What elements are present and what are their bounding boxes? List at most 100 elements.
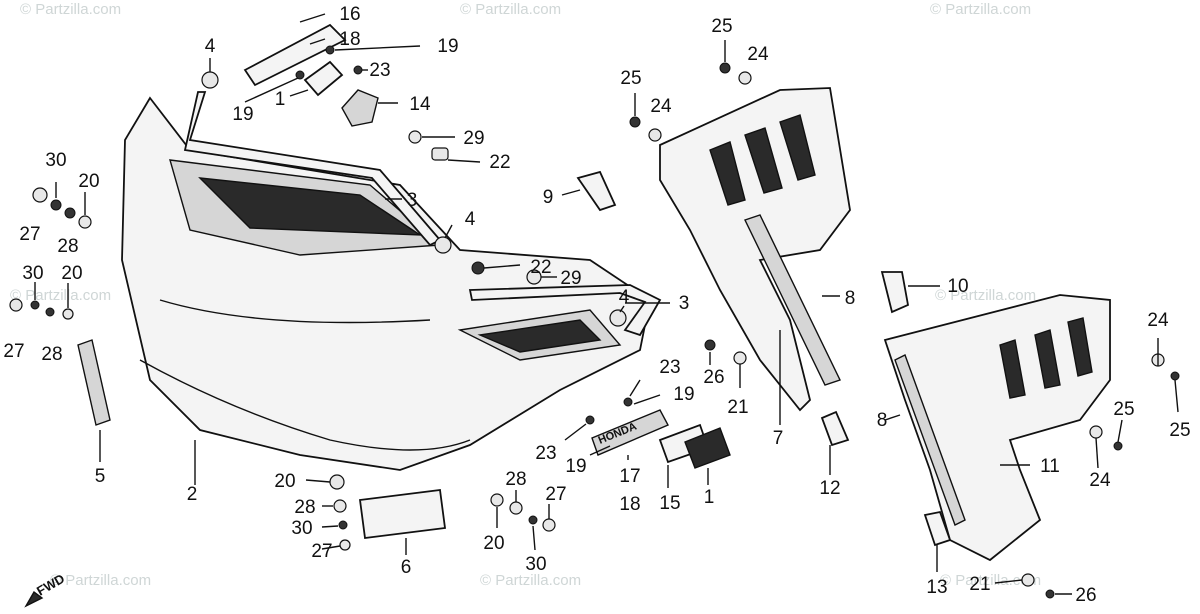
part-callout: 8 (845, 288, 856, 309)
part-callout: 24 (650, 96, 672, 117)
part-callout: 23 (659, 357, 680, 378)
bolt-icon (490, 493, 504, 507)
clip-part-13 (923, 510, 952, 547)
part-callout: 30 (291, 518, 312, 539)
bolt-icon (629, 116, 641, 128)
part-callout: 18 (619, 494, 640, 515)
bolt-icon (542, 518, 556, 532)
part-callout: 8 (877, 410, 888, 431)
nut-icon (325, 45, 335, 55)
part-callout: 30 (45, 150, 66, 171)
part-callout: 20 (78, 171, 99, 192)
bolt-icon (32, 187, 48, 203)
watermark-text: © Partzilla.com (930, 1, 1031, 18)
part-callout: 19 (565, 456, 586, 477)
part-callout: 12 (819, 478, 840, 499)
clip-part-12 (820, 410, 850, 447)
watermark-text: © Partzilla.com (10, 287, 111, 304)
washer-icon (329, 474, 345, 490)
plate-part-1 (303, 60, 344, 97)
part-callout: 19 (232, 104, 253, 125)
part-callout: 4 (619, 287, 630, 308)
cover-part-14 (341, 89, 379, 127)
part-callout: 27 (3, 341, 24, 362)
rubber-strip-part-8 (744, 214, 841, 386)
part-callout: 14 (409, 94, 431, 115)
part-callout: 28 (294, 497, 315, 518)
part-callout: 19 (437, 36, 458, 57)
part-callout: 1 (704, 487, 715, 508)
part-callout: 16 (339, 4, 360, 25)
nut-icon (295, 70, 305, 80)
nut-icon (623, 397, 633, 407)
part-callout: 27 (545, 484, 566, 505)
washer-icon (333, 499, 347, 513)
emblem-part-17 (591, 409, 669, 456)
part-callout: 24 (747, 44, 769, 65)
part-callout: 29 (560, 268, 581, 289)
nut-icon (30, 300, 40, 310)
nut-icon (353, 65, 363, 75)
rubber-strip-part-8 (894, 354, 966, 526)
washer-icon (738, 71, 752, 85)
trim-strip-part-3 (183, 91, 662, 337)
washer-icon (1021, 573, 1035, 587)
bolt-icon (9, 298, 23, 312)
part-callout: 28 (505, 469, 526, 490)
washer-icon (1089, 425, 1103, 439)
part-callout: 22 (489, 152, 510, 173)
part-callout: 3 (679, 293, 690, 314)
part-callout: 30 (22, 263, 43, 284)
nut-icon (45, 307, 55, 317)
part-callout: 4 (465, 209, 476, 230)
part-callout: 25 (1169, 420, 1190, 441)
part-callout: 30 (525, 554, 546, 575)
washer-icon (62, 308, 74, 320)
watermark-text: © Partzilla.com (50, 572, 151, 589)
part-callout: 20 (274, 471, 295, 492)
nut-icon (471, 261, 485, 275)
fairing-body-part-2 (121, 96, 652, 471)
part-callout: 5 (95, 466, 106, 487)
part-callout: 21 (727, 397, 748, 418)
part-callout: 20 (483, 533, 504, 554)
part-callout: 7 (773, 428, 784, 449)
bracket-part-9 (576, 170, 617, 212)
leader-lines (34, 13, 1179, 595)
washer-icon (733, 351, 747, 365)
part-callout: 24 (1147, 310, 1169, 331)
watermark-text: © Partzilla.com (460, 1, 561, 18)
arrow-icon (24, 590, 44, 608)
washer-icon (408, 130, 422, 144)
part-callout: 25 (711, 16, 732, 37)
part-callout: 25 (1113, 399, 1134, 420)
washer-icon (78, 215, 92, 229)
part-callout: 1 (275, 89, 286, 110)
grommet-part-4 (201, 71, 219, 89)
bolt-icon (1170, 371, 1180, 381)
part-callout: 28 (41, 344, 62, 365)
part-callout: 28 (57, 236, 78, 257)
watermark-text: © Partzilla.com (20, 1, 121, 18)
part-callout: 2 (187, 484, 198, 505)
part-callout: 19 (673, 384, 694, 405)
bolt-icon (339, 539, 351, 551)
part-callout: 20 (61, 263, 82, 284)
grommet-part-4 (434, 236, 452, 254)
washer-icon (509, 501, 523, 515)
part-callout: 22 (530, 257, 551, 278)
part-callout: 18 (339, 29, 360, 50)
nut-icon (50, 199, 62, 211)
part-callout: 4 (205, 36, 216, 57)
nut-icon (64, 207, 76, 219)
bracket-part-10 (880, 271, 910, 314)
part-callout: 17 (619, 466, 640, 487)
side-cover-part-11 (883, 294, 1111, 562)
part-callout: 10 (947, 276, 968, 297)
part-callout: 27 (19, 224, 40, 245)
trim-part-5 (77, 339, 111, 426)
nut-icon (338, 520, 348, 530)
part-callout: 26 (703, 367, 724, 388)
nut-icon (585, 415, 595, 425)
